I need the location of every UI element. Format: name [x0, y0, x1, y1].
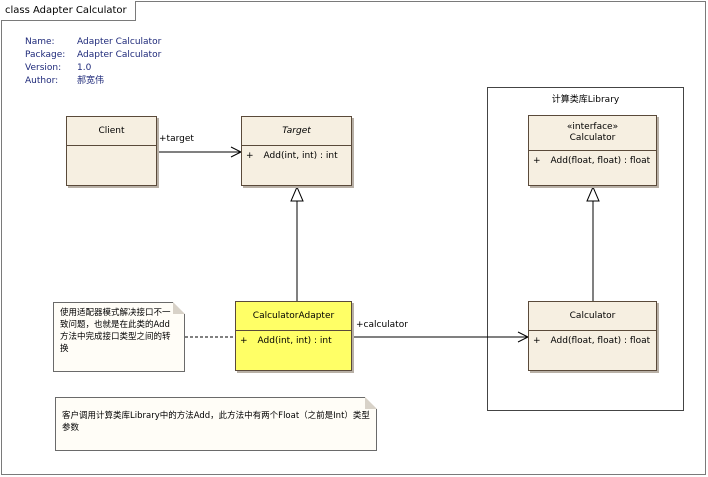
- package-title: 计算类库Library: [551, 95, 620, 105]
- class-client[interactable]: Client: [66, 116, 157, 186]
- class-adapter-operation: +Add(int, int) : int: [240, 336, 332, 346]
- calculator-role-label: +calculator: [356, 320, 408, 330]
- class-calculator[interactable]: Calculator +Add(float, float) : float: [528, 301, 657, 371]
- diagram-metadata: Name:Adapter Calculator Package:Adapter …: [25, 36, 161, 88]
- class-adapter-name: CalculatorAdapter: [252, 311, 335, 321]
- diagram-title: class Adapter Calculator: [1, 1, 136, 21]
- adapter-note[interactable]: 使用适配器模式解决接口不一致问题，也就是在此类的Add方法中完成接口类型之间的转…: [53, 302, 185, 372]
- meta-row-author: Author:郝宽伟: [25, 76, 105, 86]
- target-role-label: +target: [159, 134, 194, 144]
- class-calculator-operation: +Add(float, float) : float: [533, 336, 651, 346]
- class-client-name: Client: [98, 126, 125, 136]
- meta-row-name: Name:Adapter Calculator: [25, 37, 162, 47]
- generalization-triangle-interface: [586, 185, 600, 202]
- interface-stereotype: «interface»: [566, 122, 619, 132]
- interface-name: Calculator: [569, 133, 616, 143]
- client-note-text: 客户调用计算类库Library中的方法Add，此方法中有两个Float（之前是I…: [62, 411, 370, 433]
- class-target-name: Target: [282, 126, 311, 136]
- meta-row-version: Version:1.0: [25, 63, 92, 73]
- class-calculator-name: Calculator: [569, 311, 616, 321]
- class-target-operation: +Add(int, int) : int: [246, 151, 338, 161]
- interface-calculator[interactable]: «interface» Calculator +Add(float, float…: [528, 115, 657, 186]
- note-fold: [173, 302, 185, 314]
- class-calculator-adapter[interactable]: CalculatorAdapter +Add(int, int) : int: [235, 301, 352, 371]
- generalization-triangle-target: [290, 185, 304, 202]
- class-target[interactable]: Target +Add(int, int) : int: [241, 116, 352, 186]
- adapter-note-text: 使用适配器模式解决接口不一致问题，也就是在此类的Add方法中完成接口类型之间的转…: [60, 308, 171, 354]
- client-note[interactable]: 客户调用计算类库Library中的方法Add，此方法中有两个Float（之前是I…: [55, 397, 377, 451]
- meta-row-package: Package:Adapter Calculator: [25, 50, 162, 60]
- note-fold: [365, 397, 377, 409]
- interface-operation: +Add(float, float) : float: [533, 156, 651, 166]
